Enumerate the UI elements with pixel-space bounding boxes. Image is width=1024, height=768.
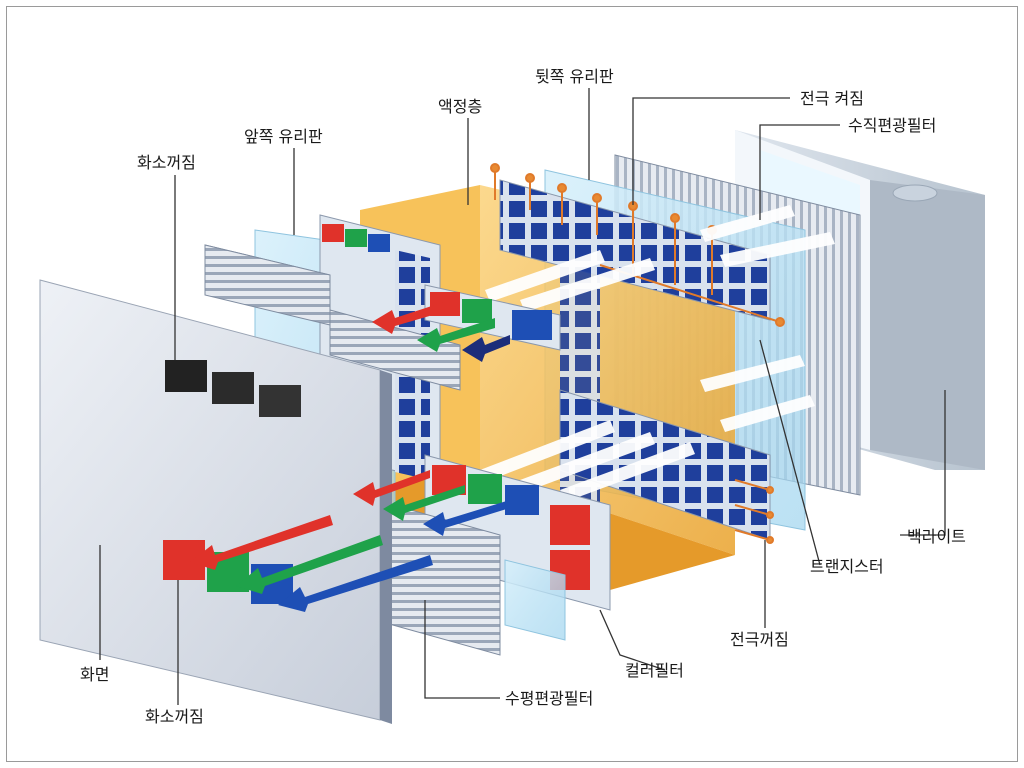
label-electrode-off: 전극꺼짐 <box>730 630 789 649</box>
light-beams <box>480 205 835 502</box>
label-vertical-polarizer: 수직편광필터 <box>848 116 936 135</box>
label-pixel-off-top: 화소꺼짐 <box>137 153 196 172</box>
pixel-off-cell <box>212 372 254 404</box>
screen-panel <box>39 279 392 724</box>
leader-lines <box>99 88 946 705</box>
label-back-glass: 뒷쪽 유리판 <box>535 67 614 86</box>
horizontal-polarizer-panel <box>204 244 566 656</box>
pixel-off-cell <box>259 385 301 417</box>
label-liquid-crystal: 액정층 <box>438 97 482 116</box>
color-arrows <box>190 300 510 612</box>
label-screen: 화면 <box>80 665 109 684</box>
pixel-off-cell <box>165 360 207 392</box>
label-color-filter: 컬러필터 <box>625 661 684 680</box>
label-backlight: 백라이트 <box>907 527 966 546</box>
label-horizontal-polarizer: 수평편광필터 <box>505 689 593 708</box>
label-front-glass: 앞쪽 유리판 <box>244 127 323 146</box>
label-pixel-off-bottom: 화소꺼짐 <box>145 707 204 726</box>
label-transistor: 트랜지스터 <box>810 557 884 576</box>
label-electrode-on: 전극 켜짐 <box>800 89 864 108</box>
